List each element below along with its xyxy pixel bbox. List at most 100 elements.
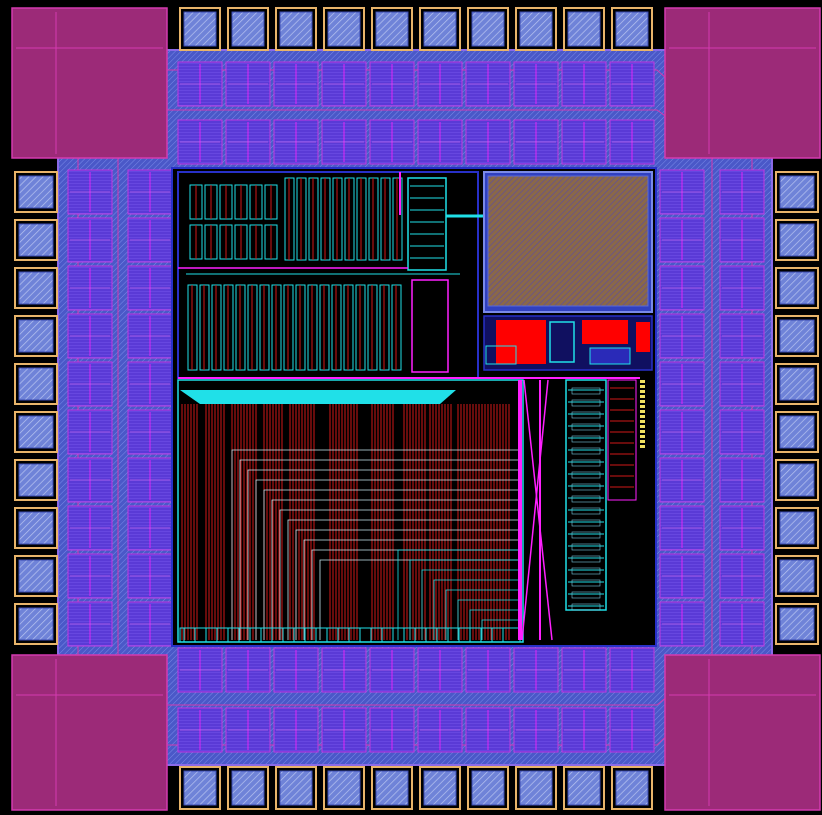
analog-red-block	[636, 322, 650, 352]
bond-pad-metal	[779, 463, 815, 497]
register-cell	[571, 495, 601, 503]
routing-trace	[279, 509, 522, 640]
routing-channel	[177, 377, 640, 643]
bond-pad-metal	[18, 559, 54, 593]
routing-trace	[271, 499, 522, 640]
register-cell	[571, 387, 601, 395]
bond-pad-metal	[231, 770, 265, 806]
analog-pin	[640, 405, 645, 408]
bond-pad-metal	[567, 770, 601, 806]
bond-pad-metal	[423, 770, 457, 806]
bond-pad-metal	[423, 11, 457, 47]
routing-trace	[239, 459, 522, 640]
register-cell	[571, 579, 601, 587]
bond-pad-metal	[279, 11, 313, 47]
corner-blocks	[11, 7, 821, 811]
analog-pin	[640, 410, 645, 413]
bond-pad-metal	[779, 271, 815, 305]
analog-device	[485, 345, 517, 365]
standard-cell-array	[177, 171, 505, 379]
routing-trace	[303, 539, 522, 640]
analog-block	[483, 315, 653, 448]
analog-pin	[640, 420, 645, 423]
analog-red-block	[496, 320, 546, 364]
register-cell	[571, 519, 601, 527]
corner-block	[11, 7, 168, 159]
bond-pad-metal	[183, 11, 217, 47]
std-cell-frame	[177, 171, 479, 379]
bond-pad-metal	[779, 367, 815, 401]
routing-trace	[231, 449, 522, 640]
bond-pad-metal	[519, 770, 553, 806]
bond-pad-metal	[18, 415, 54, 449]
bond-pad-metal	[519, 11, 553, 47]
analog-pin	[640, 425, 645, 428]
bond-pad-metal	[18, 511, 54, 545]
routing-trace	[409, 559, 520, 640]
bond-pad-metal	[779, 559, 815, 593]
routing-trace	[445, 589, 520, 640]
bond-pad-metal	[18, 319, 54, 353]
bond-pad-metal	[231, 11, 265, 47]
bond-pad-metal	[375, 770, 409, 806]
analog-device	[589, 347, 631, 365]
routing-trace	[263, 489, 522, 640]
routing-trace	[287, 519, 522, 640]
register-cell	[571, 543, 601, 551]
bond-pad-metal	[779, 175, 815, 209]
bond-pad-metal	[18, 175, 54, 209]
bond-pad-metal	[327, 770, 361, 806]
bond-pad-metal	[183, 770, 217, 806]
bond-pad-metal	[18, 463, 54, 497]
routing-trace	[295, 529, 522, 640]
register-cell	[571, 531, 601, 539]
register-cell	[571, 411, 601, 419]
analog-pin	[640, 380, 645, 383]
analog-pin	[640, 415, 645, 418]
bond-pad-metal	[471, 770, 505, 806]
bond-pad-metal	[779, 511, 815, 545]
register-cell	[571, 555, 601, 563]
bond-pads	[14, 7, 819, 810]
bond-pad-metal	[327, 11, 361, 47]
analog-pin	[640, 445, 645, 448]
magenta-wire	[523, 379, 553, 641]
bond-pad-metal	[18, 223, 54, 257]
analog-pin	[640, 435, 645, 438]
analog-pin	[640, 395, 645, 398]
register-side	[607, 379, 637, 501]
corner-block	[664, 7, 821, 159]
register-cell	[571, 483, 601, 491]
cyan-bus	[180, 390, 456, 404]
analog-red-block	[582, 320, 628, 344]
register-cell	[571, 447, 601, 455]
bond-pad-metal	[567, 11, 601, 47]
routing-trace	[433, 579, 520, 640]
bond-pad-metal	[471, 11, 505, 47]
std-cell-column	[411, 279, 449, 373]
register-cell	[571, 399, 601, 407]
register-cell	[571, 567, 601, 575]
analog-pin	[640, 440, 645, 443]
register-cell	[571, 459, 601, 467]
routing-trace	[457, 599, 520, 640]
bond-pad-metal	[18, 367, 54, 401]
register-column	[565, 379, 637, 611]
bond-pad-metal	[615, 770, 649, 806]
analog-cap	[549, 321, 575, 363]
routing-trace	[481, 619, 520, 640]
bond-pad-metal	[279, 770, 313, 806]
register-cell	[571, 603, 601, 611]
register-cell	[571, 435, 601, 443]
register-cell	[571, 471, 601, 479]
bond-pad-metal	[779, 223, 815, 257]
routing-trace	[421, 569, 520, 640]
bond-pad-metal	[779, 415, 815, 449]
corner-block	[664, 654, 821, 811]
routing-trace	[397, 549, 520, 640]
bond-pad-metal	[18, 607, 54, 641]
bond-pad-metal	[18, 271, 54, 305]
memory-macro	[483, 171, 653, 313]
bond-pad-metal	[615, 11, 649, 47]
